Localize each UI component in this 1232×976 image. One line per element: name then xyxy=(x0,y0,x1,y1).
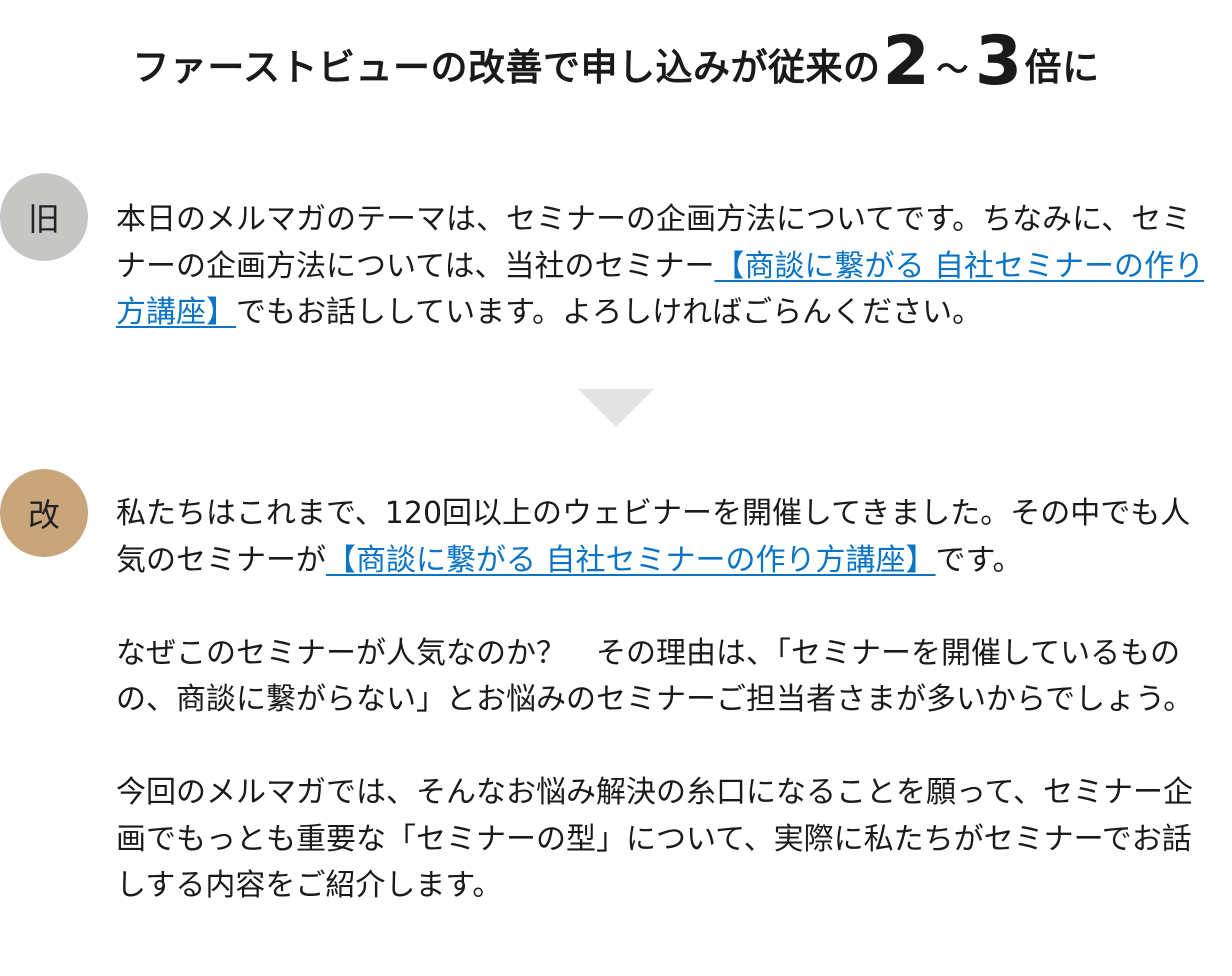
headline: ファーストビューの改善で申し込みが従来の2～3倍に xyxy=(0,22,1232,109)
after-text-block: 私たちはこれまで、120回以上のウェビナーを開催してきました。その中でも人気のセ… xyxy=(116,491,1216,910)
before-text-1: 本日のメルマガのテーマは、セミナーの企画方法についてです。ちなみに、セミナーの企… xyxy=(116,202,1192,284)
headline-tilde: ～ xyxy=(936,50,969,88)
headline-prefix: ファーストビューの改善で申し込みが従来の xyxy=(132,46,881,89)
badge-before: 旧 xyxy=(0,173,88,261)
headline-suffix: 倍に xyxy=(1024,46,1100,89)
after-p1-text-2: です。 xyxy=(935,542,1023,578)
badge-after: 改 xyxy=(0,469,88,557)
down-arrow-icon xyxy=(578,389,654,427)
before-text-2: でもお話ししています。よろしければごらんください。 xyxy=(236,295,983,330)
after-p1-text-1: 私たちはこれまで、120回以上のウェビナーを開催してきました。その中でも人気のセ… xyxy=(116,496,1191,578)
after-paragraph-1: 私たちはこれまで、120回以上のウェビナーを開催してきました。その中でも人気のセ… xyxy=(116,491,1216,584)
after-paragraph-3: 今回のメルマガでは、そんなお悩み解決の糸口になることを願って、セミナー企画でもっ… xyxy=(116,775,1193,903)
before-paragraph: 本日のメルマガのテーマは、セミナーの企画方法についてです。ちなみに、セミナーの企… xyxy=(116,197,1216,337)
seminar-link-after[interactable]: 【商談に繋がる 自社セミナーの作り方講座】 xyxy=(326,542,936,578)
headline-number-from: 2 xyxy=(882,22,931,101)
seminar-link-before[interactable]: 【商談に繋がる 自社セミナーの作り方講座】 xyxy=(116,248,1205,331)
before-text-block: 本日のメルマガのテーマは、セミナーの企画方法についてです。ちなみに、セミナーの企… xyxy=(116,197,1216,337)
headline-number-to: 3 xyxy=(974,22,1023,101)
after-paragraph-2: なぜこのセミナーが人気なのか？ その理由は、「セミナーを開催しているものの、商談… xyxy=(116,635,1194,718)
